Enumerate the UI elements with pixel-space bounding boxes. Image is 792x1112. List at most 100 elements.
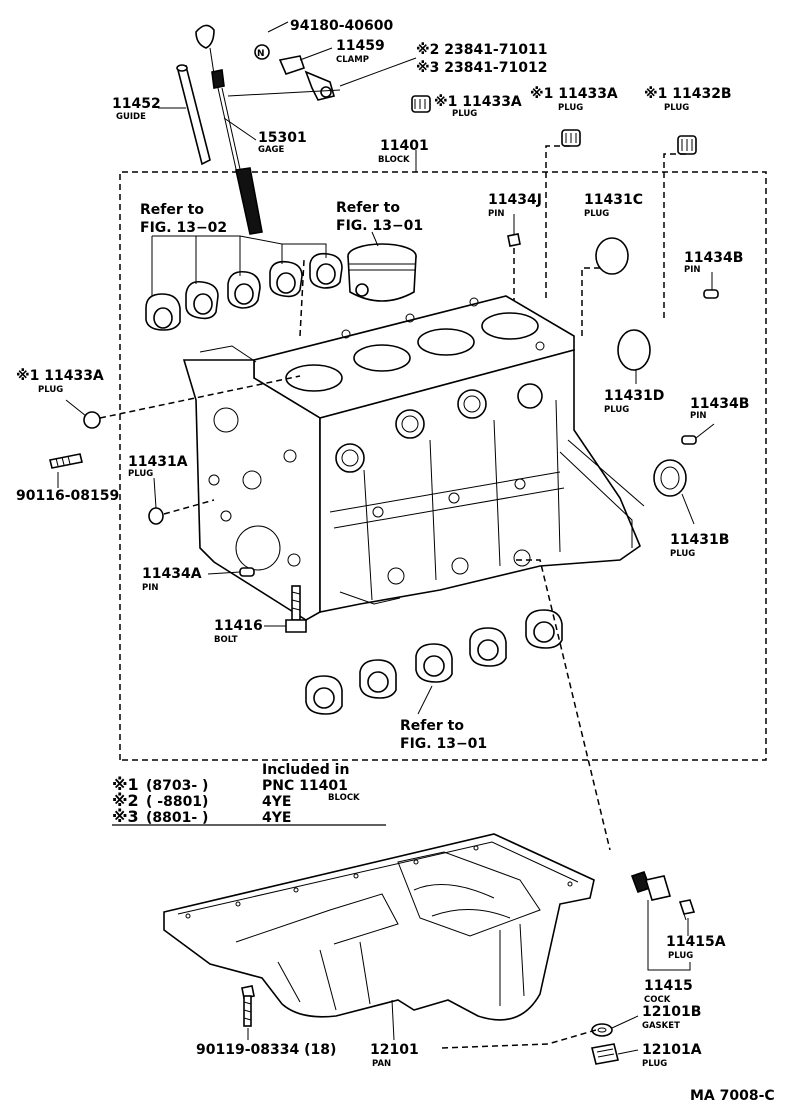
label-11434A: 11434A (142, 566, 202, 582)
pin-11434B-upper-drawing (703, 289, 719, 299)
label-11434A-sub: PIN (142, 583, 159, 593)
pin-11434J-drawing (507, 233, 521, 247)
label-11433A-top: ※1 11433A (434, 94, 522, 110)
leader-piston (371, 231, 379, 247)
notes-row1-text: PNC 11401 (262, 778, 348, 794)
notes-row3-range: (8801- ) (146, 810, 208, 826)
label-90116: 90116-08159 (16, 488, 119, 504)
label-11431D-sub: PLUG (604, 405, 629, 415)
leader-11434A (207, 571, 241, 575)
notes-row3-text: 4YE (262, 810, 291, 826)
pin-11434B-lower-drawing (681, 435, 697, 445)
label-12101B-sub: GASKET (642, 1021, 680, 1031)
ref-1302-line2: FIG. 13−02 (140, 220, 227, 236)
label-11434B-lower-sub: PIN (690, 411, 707, 421)
label-12101: 12101 (370, 1042, 419, 1058)
bolt-11416-drawing (285, 585, 307, 633)
leader-12101A (617, 1049, 639, 1055)
label-11459-sub: CLAMP (336, 55, 369, 65)
label-11431D: 11431D (604, 388, 664, 404)
label-11432B-sub: PLUG (664, 103, 689, 113)
leader-11459 (299, 47, 333, 61)
block-boundary-dashed (119, 171, 767, 761)
notes-included-in: Included in (262, 762, 349, 778)
label-11433A-right: ※1 11433A (530, 86, 618, 102)
ref-1301-bottom-line1: Refer to (400, 718, 464, 734)
leader-clamp-link (227, 89, 341, 97)
label-11452: 11452 (112, 96, 161, 112)
label-11416: 11416 (214, 618, 263, 634)
leader-11415 (647, 900, 691, 971)
dash-11431A (163, 499, 215, 515)
leader-11434B-lower (695, 423, 715, 439)
svg-text:N: N (257, 49, 265, 59)
label-11434J: 11434J (488, 192, 542, 208)
plug-11433A-top-drawing (411, 95, 431, 113)
label-94180: 94180-40600 (290, 18, 393, 34)
label-11401: 11401 (380, 138, 429, 154)
plug-11431C-drawing (595, 237, 629, 275)
footer-code: MA 7008-C (690, 1088, 775, 1104)
label-11416-sub: BOLT (214, 635, 238, 645)
label-15301-sub: GAGE (258, 145, 285, 155)
plug-11415A-drawing (678, 899, 696, 921)
label-12101A-sub: PLUG (642, 1059, 667, 1069)
plug-11431D-drawing (617, 329, 651, 371)
clamp-drawing: N (254, 44, 335, 101)
dash-to-cock (516, 559, 611, 851)
label-11433A-left: ※1 11433A (16, 368, 104, 384)
label-11432B: ※1 11432B (644, 86, 732, 102)
label-11401-sub: BLOCK (378, 155, 410, 165)
dash-pan-gasket (441, 1029, 597, 1049)
oil-pan-drawing (163, 833, 595, 1021)
leader-15301 (223, 117, 257, 141)
leader-bearings-top (151, 235, 327, 296)
gage-drawing (195, 24, 263, 235)
label-11431C: 11431C (584, 192, 643, 208)
label-11434B-lower: 11434B (690, 396, 749, 412)
ref-1301-bottom-line2: FIG. 13−01 (400, 736, 487, 752)
dash-bearing-to-block (299, 259, 305, 337)
dash-11433A (545, 145, 570, 300)
plug-11431A-drawing (148, 507, 164, 525)
label-11431A-sub: PLUG (128, 469, 153, 479)
gasket-12101B-drawing (591, 1023, 613, 1037)
label-11415A: 11415A (666, 934, 726, 950)
ref-1301-line2: FIG. 13−01 (336, 218, 423, 234)
label-11415A-sub: PLUG (668, 951, 693, 961)
notes-row1-range: (8703- ) (146, 778, 208, 794)
notes-row2-text: 4YE (262, 794, 291, 810)
ref-1301-line1: Refer to (336, 200, 400, 216)
label-11433A-right-sub: PLUG (558, 103, 583, 113)
dash-11432B (663, 153, 686, 320)
label-11431A: 11431A (128, 454, 188, 470)
leader-11431B (681, 493, 695, 525)
pin-11434A-drawing (239, 567, 255, 577)
plug-11433A-right-drawing (561, 129, 581, 147)
bolt-90119-drawing (241, 985, 255, 1027)
leader-11431A (153, 477, 157, 509)
notes-row1-mark: ※1 (112, 775, 139, 794)
label-90119: 90119-08334 (18) (196, 1042, 336, 1058)
label-11431C-sub: PLUG (584, 209, 609, 219)
plug-11433A-left-drawing (83, 411, 101, 429)
label-11415: 11415 (644, 978, 693, 994)
label-11434J-sub: PIN (488, 209, 505, 219)
bearing-shells-bottom (305, 609, 563, 715)
dash-11431C (581, 267, 600, 340)
leader-11433A-left (65, 399, 87, 417)
plug-11432B-drawing (677, 135, 697, 155)
label-12101B: 12101B (642, 1004, 701, 1020)
label-23841-71012: ※3 23841-71012 (416, 60, 547, 76)
label-12101-sub: PAN (372, 1059, 391, 1069)
notes-row1-sub: BLOCK (328, 793, 360, 803)
label-11431B: 11431B (670, 532, 729, 548)
notes-row2-mark: ※2 (112, 791, 139, 810)
drain-cock-drawing (630, 870, 672, 901)
drain-plug-12101A-drawing (591, 1043, 619, 1065)
notes-row2-range: ( -8801) (146, 794, 208, 810)
piston-drawing (347, 243, 417, 302)
stud-90116-drawing (49, 453, 83, 469)
engine-block-drawing (182, 295, 645, 621)
